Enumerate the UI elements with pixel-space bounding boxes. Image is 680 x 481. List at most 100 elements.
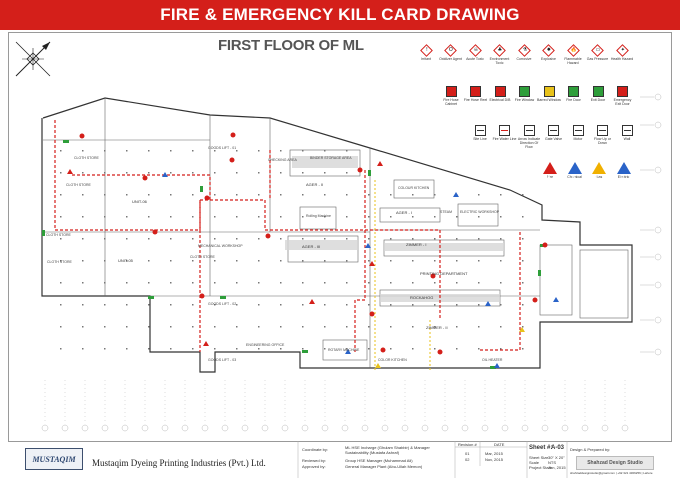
extinguisher-class-icon: D (616, 162, 631, 181)
revision-date: Mar, 2015 (485, 451, 503, 456)
design-label: Design & Prepared by: (570, 447, 611, 452)
extinguisher-icon (494, 363, 500, 368)
room-label: ROCKAHOG (410, 295, 434, 300)
gate-valve-icon (548, 124, 559, 136)
title-block (8, 441, 672, 478)
fire-water-line-icon (499, 124, 510, 136)
extinguisher-icon (553, 297, 559, 302)
fire-hose-reel-icon (542, 242, 548, 248)
extinguisher-icon (453, 192, 459, 197)
room-label: COLOUR KITCHEN (398, 186, 430, 190)
revision-date: Nov, 2015 (485, 457, 503, 462)
room-label: AGER - III (302, 244, 321, 249)
room-label: CLOTH STORE (47, 260, 72, 264)
line-legend-item: Wall (615, 124, 639, 141)
scale-label: Scale (529, 460, 540, 465)
revision-number: 01 (465, 451, 470, 456)
escape-routes (54, 120, 521, 352)
fire-hose-reel-icon (204, 195, 210, 201)
fire-hose-reel-icon (437, 349, 443, 355)
legend-label: Fire (546, 175, 554, 179)
design-studio-logo: Shahzad Design Studio (576, 456, 654, 470)
extinguisher-icon (377, 161, 383, 166)
equipment-legend-item: Barred Window (537, 85, 561, 102)
extinguisher-icon (345, 349, 351, 354)
room-label: COLOR KITCHEN (378, 358, 407, 362)
exit-door-icon (592, 85, 604, 97)
legend-label: Wall (623, 137, 631, 141)
design-contact: shahzaddesignstudio@gmail.com | +92 321 … (570, 471, 653, 475)
room-label: CLOTH STORE (190, 255, 215, 259)
legend-label: Fire Hose Reel (463, 98, 488, 102)
room-label: Rolling Machine (306, 214, 331, 218)
room-label: GOODS LIFT - 03 (208, 358, 237, 362)
room-label: PRINTING DEPARTMENT (420, 271, 468, 276)
hazard-legend-item: ▭Gas Pressure (586, 43, 610, 61)
sheet-label: Sheet #: (529, 445, 553, 451)
legend-label: Gas (595, 175, 603, 179)
reviewed-by-label: Reviewed by: (302, 458, 327, 463)
project-start-label: Project Start (529, 465, 552, 470)
coordinate-by-value: ML HSE Incharge (Ghulam Shabbir) & Manag… (345, 445, 430, 455)
fire-hose-reel-icon (430, 273, 436, 279)
hose-reel-icon (470, 85, 481, 97)
legend-label: Fire Hose Cabinet (443, 98, 459, 106)
grid-markers (640, 96, 654, 353)
equipment-legend-item: Fire Window (513, 85, 537, 102)
flow-arrow-icon (523, 124, 535, 136)
fire-hose-reel-icon (265, 233, 271, 239)
legend-label: Arrow Indicate Direction Of Flow (517, 137, 541, 149)
hazard-legend-item: ♣Environment Toxic (488, 43, 512, 65)
room-label: GOODS LIFT - 02 (208, 302, 237, 306)
flow-updown-icon (597, 124, 608, 136)
fire-hose-reel-icon (532, 297, 538, 303)
room-label: ELECTRIC WORKSHOP (460, 210, 500, 214)
sheet-size-value: 30" X 20" (548, 455, 565, 460)
equipment-legend-item: Electrical D/B (488, 85, 512, 102)
fire-extinguishers (67, 161, 559, 368)
motor-icon (572, 124, 584, 136)
fire-window-icon (519, 85, 530, 97)
extinguisher-icon (369, 261, 375, 266)
barred-window-icon (543, 85, 555, 97)
fire-hose-reel-icon (142, 175, 148, 181)
sheet-size-label: Sheet Size (529, 455, 549, 460)
plan-title: FIRST FLOOR OF ML (218, 37, 364, 54)
line-legend-item: Motor (566, 124, 590, 141)
approved-by-label: Approved by: (302, 464, 326, 469)
fire-hose-reel-icon (199, 293, 205, 299)
grid-bubbles (41, 380, 629, 432)
fire-hose-reel-icon (79, 133, 85, 139)
extinguisher-icon (485, 301, 491, 306)
extinguisher-icon (162, 172, 168, 177)
scale-value: NTS (548, 460, 556, 465)
legend-label: Exit Door (590, 98, 606, 102)
room-label: ZIMMER - I (406, 242, 427, 247)
company-logo: MUSTAQIM (25, 448, 83, 470)
legend-label: Flow Up or Down (594, 137, 611, 145)
revision-number: 02 (465, 457, 470, 462)
equipment-legend-item: Fire Hose Reel (464, 85, 488, 102)
equipment-legend-item: Fire Door (562, 85, 586, 102)
extinguisher-class-icon: C (592, 162, 606, 181)
legend-label: Irritant (421, 57, 431, 61)
legend-label: Gate Valve (544, 137, 563, 141)
room-label: ZIMMER - II (426, 325, 448, 330)
equipment-legend-item: Exit Door (586, 85, 610, 102)
extinguisher-icon (309, 299, 315, 304)
site-line-icon (474, 124, 486, 136)
room-label: AGER - II (306, 182, 324, 187)
legend-label: Fire Water Line (492, 137, 517, 141)
room-label: OIL HEATER (482, 358, 503, 362)
hazard-legend-item: ☠Acute Toxic (463, 43, 487, 61)
room-label: ENGINEERING OFFICE (246, 343, 285, 347)
legend-label: Gas Pressure (586, 57, 609, 61)
fire-hose-reel-icon (229, 157, 235, 163)
hose-cabinet-icon (445, 85, 457, 97)
legend-label: Flammable Hazard (564, 57, 582, 65)
